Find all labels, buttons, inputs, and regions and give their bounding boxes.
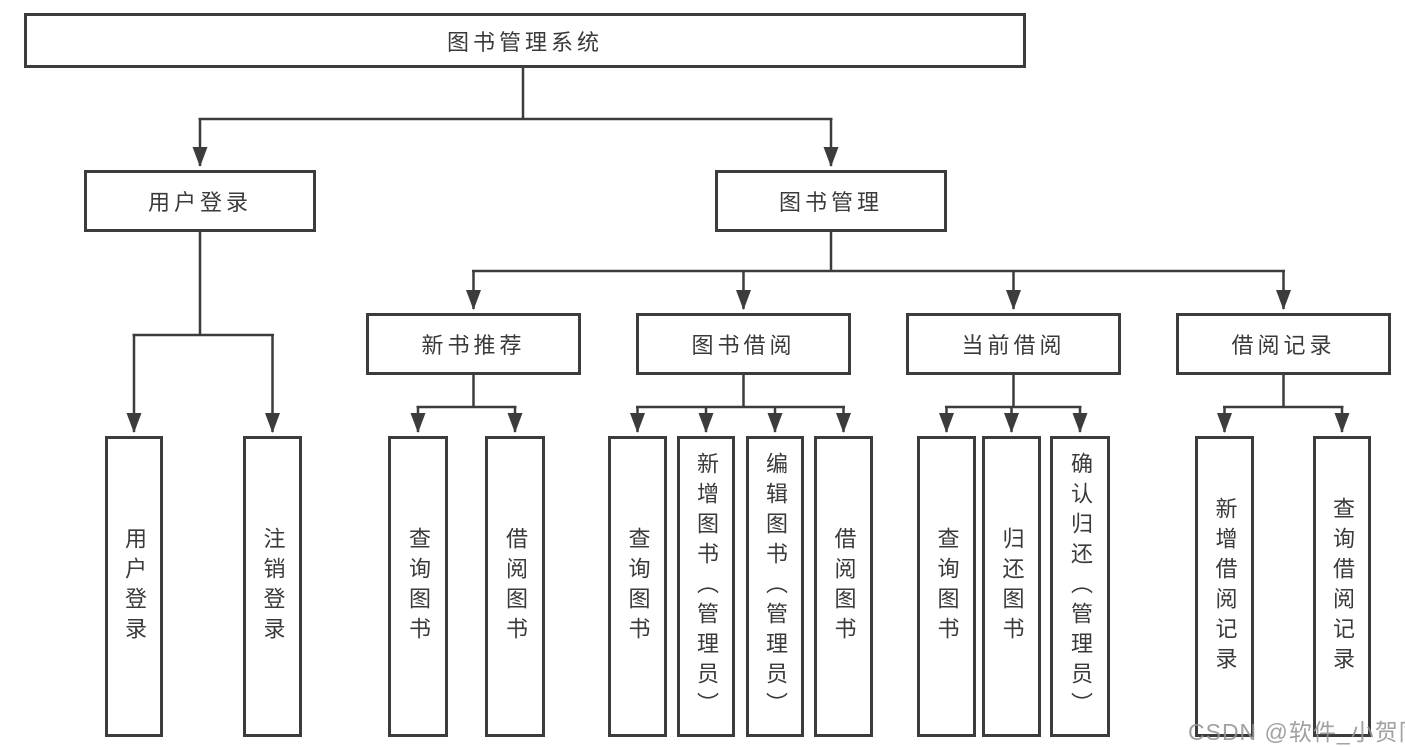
leaf-bb-query-books-label: 查询图书	[625, 526, 651, 647]
leaf-bb-query-books: 查询图书	[608, 436, 667, 737]
node-borrowing-records: 借阅记录	[1176, 313, 1391, 375]
node-new-book-recommendation-label: 新书推荐	[421, 333, 526, 358]
leaf-bb-edit-books-admin: 编辑图书（管理员）	[746, 436, 804, 737]
leaf-bb-edit-books-admin-label: 编辑图书（管理员）	[763, 451, 788, 722]
csdn-watermark: CSDN @软件_小贺同学	[1188, 719, 1405, 745]
leaf-bb-borrow-books: 借阅图书	[814, 436, 873, 737]
node-book-management-label: 图书管理	[778, 190, 883, 215]
leaf-user-login: 用户登录	[105, 436, 163, 737]
node-user-login-label: 用户登录	[147, 190, 252, 215]
node-root-system: 图书管理系统	[24, 13, 1026, 68]
node-book-management: 图书管理	[715, 170, 947, 232]
leaf-bb-borrow-books-label: 借阅图书	[831, 526, 857, 647]
node-current-borrowing-label: 当前借阅	[961, 333, 1066, 358]
leaf-cb-confirm-return-admin-label: 确认归还（管理员）	[1068, 451, 1093, 722]
leaf-br-query-record: 查询借阅记录	[1313, 436, 1371, 737]
leaf-logout: 注销登录	[243, 436, 302, 737]
leaf-bb-add-books-admin: 新增图书（管理员）	[677, 436, 735, 737]
leaf-rec-query-books-label: 查询图书	[406, 526, 431, 647]
node-book-borrowing-label: 图书借阅	[691, 333, 796, 358]
leaf-rec-borrow-books-label: 借阅图书	[503, 526, 528, 647]
leaf-bb-add-books-admin-label: 新增图书（管理员）	[694, 451, 719, 722]
leaf-br-add-record-label: 新增借阅记录	[1212, 496, 1238, 677]
leaf-logout-label: 注销登录	[260, 526, 286, 647]
node-borrowing-records-label: 借阅记录	[1231, 333, 1336, 358]
node-new-book-recommendation: 新书推荐	[366, 313, 581, 375]
node-user-login: 用户登录	[84, 170, 316, 232]
leaf-cb-confirm-return-admin: 确认归还（管理员）	[1050, 436, 1110, 737]
leaf-rec-query-books: 查询图书	[388, 436, 448, 737]
leaf-cb-return-books-label: 归还图书	[999, 526, 1025, 647]
leaf-br-query-record-label: 查询借阅记录	[1330, 496, 1355, 677]
leaf-user-login-label: 用户登录	[122, 526, 147, 647]
node-root-system-label: 图书管理系统	[446, 29, 603, 55]
leaf-cb-query-books-label: 查询图书	[934, 526, 960, 647]
leaf-cb-return-books: 归还图书	[982, 436, 1041, 737]
leaf-br-add-record: 新增借阅记录	[1195, 436, 1254, 737]
node-current-borrowing: 当前借阅	[906, 313, 1121, 375]
leaf-cb-query-books: 查询图书	[917, 436, 976, 737]
leaf-rec-borrow-books: 借阅图书	[485, 436, 545, 737]
node-book-borrowing: 图书借阅	[636, 313, 851, 375]
